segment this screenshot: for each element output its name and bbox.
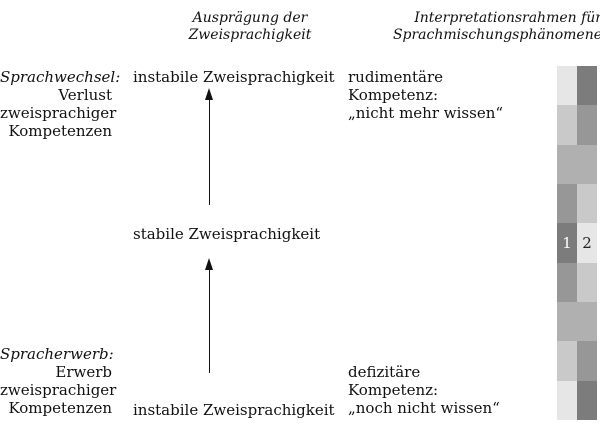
arrow-lower-head (205, 258, 213, 270)
strip-cell-left-1 (557, 66, 577, 106)
strip-cell-right-1 (577, 66, 597, 106)
strip-cell-left-8 (557, 341, 577, 381)
left-bottom-title: Spracherwerb: (0, 345, 114, 363)
left-top-line-2: zweisprachiger (0, 104, 117, 122)
arrow-upper-shaft (209, 99, 210, 205)
header-right-line-2: Sprachmischungsphänomene (392, 27, 600, 43)
strip-cell-right-9 (577, 380, 597, 420)
right-top-line-1: rudimentäre (348, 68, 444, 86)
left-label-language-shift: Sprachwechsel: Verlust zweisprachiger Ko… (0, 68, 121, 140)
header-expression-of-bilingualism: Ausprägung der Zweisprachigkeit (150, 10, 350, 44)
right-bottom-line-3: „noch nicht wissen“ (348, 399, 500, 417)
strip-cell-right-5: 2 (577, 223, 597, 263)
strip-cell-left-4 (557, 184, 577, 224)
right-top-line-3: „nicht mehr wissen“ (348, 104, 504, 122)
strip-cell-right-7 (577, 302, 597, 342)
header-right-line-1: Interpretationsrahmen für (414, 10, 600, 26)
left-bottom-line-2: zweisprachiger (0, 381, 117, 399)
strip-cell-left-9 (557, 380, 577, 420)
middle-stable: stabile Zweisprachigkeit (133, 225, 321, 243)
left-top-line-1: Verlust (58, 86, 112, 104)
right-bottom-line-1: defizitäre (348, 363, 421, 381)
right-label-deficient-competence: defizitäre Kompetenz: „noch nicht wissen… (348, 363, 500, 417)
header-middle-line-2: Zweisprachigkeit (188, 27, 312, 43)
strip-cell-right-4 (577, 184, 597, 224)
strip-label-1: 1 (562, 233, 572, 252)
strip-cell-right-3 (577, 144, 597, 184)
left-bottom-line-1: Erwerb (55, 363, 112, 381)
right-bottom-line-2: Kompetenz: (348, 381, 439, 399)
right-label-rudimentary-competence: rudimentäre Kompetenz: „nicht mehr wisse… (348, 68, 503, 122)
middle-bottom-unstable: instabile Zweisprachigkeit (133, 401, 335, 419)
strip-label-2: 2 (582, 233, 592, 252)
strip-cell-right-8 (577, 341, 597, 381)
header-middle-line-1: Ausprägung der (192, 10, 308, 26)
arrow-upper-head (205, 88, 213, 100)
strip-cell-left-2 (557, 105, 577, 145)
arrow-lower-shaft (209, 269, 210, 373)
strip-cell-left-5: 1 (557, 223, 577, 263)
left-top-title: Sprachwechsel: (0, 68, 121, 86)
header-interpretation-frame: Interpretationsrahmen für Sprachmischung… (390, 10, 600, 44)
middle-top-unstable: instabile Zweisprachigkeit (133, 68, 335, 86)
strip-cell-left-6 (557, 262, 577, 302)
strip-cell-right-6 (577, 262, 597, 302)
left-top-line-3: Kompetenzen (8, 122, 112, 140)
left-bottom-line-3: Kompetenzen (8, 399, 112, 417)
left-label-language-acquisition: Spracherwerb: Erwerb zweisprachiger Komp… (0, 345, 117, 417)
right-top-line-2: Kompetenz: (348, 86, 439, 104)
strip-cell-left-3 (557, 144, 577, 184)
strip-cell-right-2 (577, 105, 597, 145)
strip-cell-left-7 (557, 302, 577, 342)
